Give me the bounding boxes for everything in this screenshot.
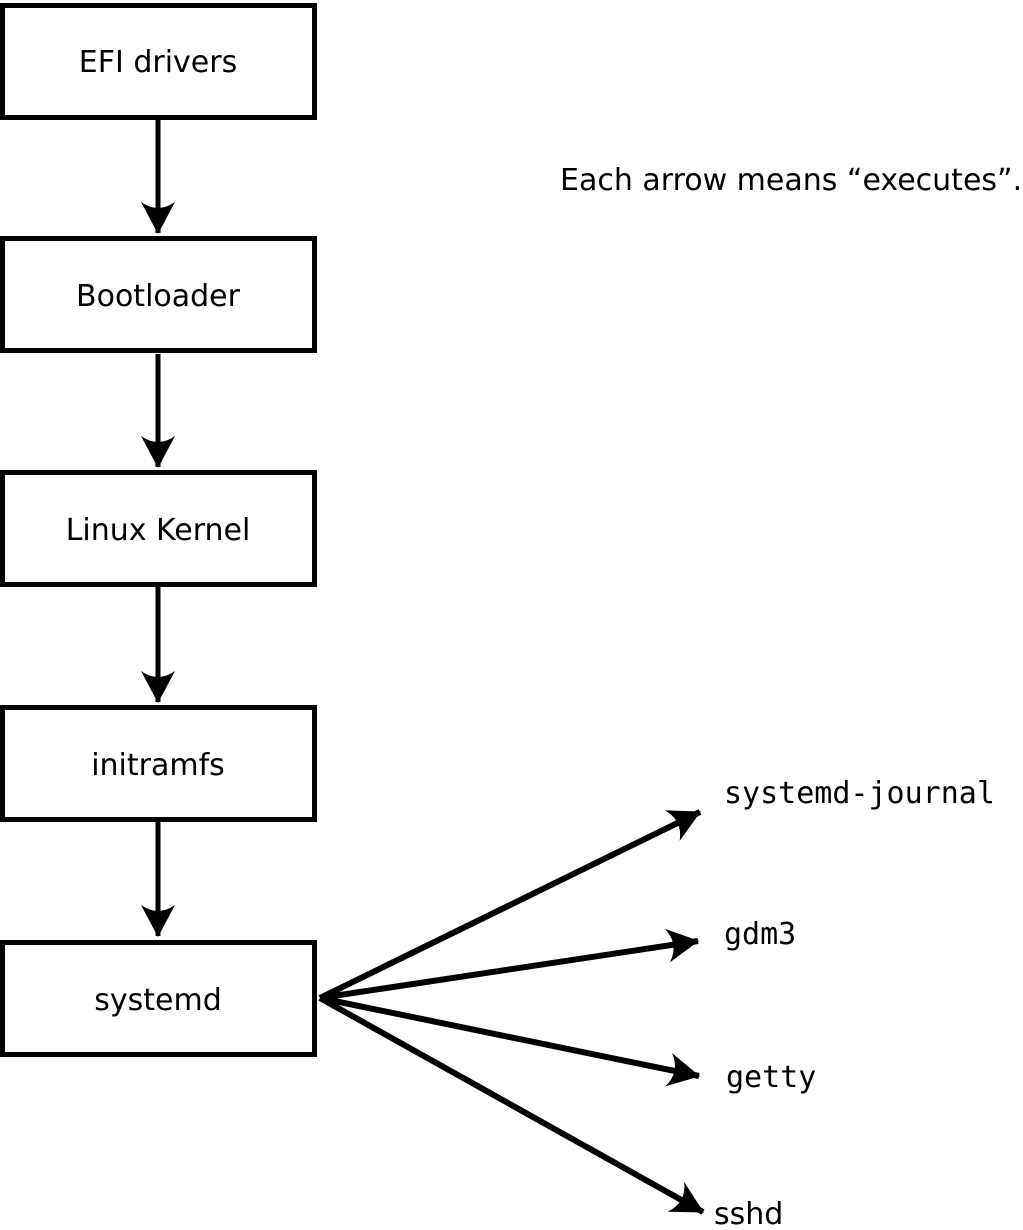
arrow-systemd-to-systemd-journal	[318, 809, 702, 1001]
process-label-systemd-journal: systemd-journal	[724, 776, 995, 811]
node-label-linux-kernel: Linux Kernel	[66, 513, 251, 548]
node-box-linux-kernel	[0, 470, 317, 587]
process-label-getty: getty	[726, 1060, 816, 1095]
arrow-systemd-to-gdm3	[319, 928, 699, 1001]
process-label-sshd: sshd	[714, 1197, 783, 1230]
node-label-systemd: systemd	[94, 983, 222, 1018]
node-label-initramfs: initramfs	[91, 748, 225, 783]
node-label-efi-drivers: EFI drivers	[79, 45, 237, 80]
node-label-bootloader: Bootloader	[76, 279, 241, 314]
caption-arrow-meaning: Each arrow means “executes”.	[560, 163, 1022, 198]
process-label-gdm3: gdm3	[724, 917, 796, 952]
arrow-systemd-to-getty	[319, 995, 700, 1087]
node-box-bootloader	[0, 236, 317, 353]
arrow-systemd-to-sshd	[318, 995, 705, 1215]
node-box-efi-drivers	[0, 3, 317, 120]
node-box-systemd	[0, 940, 317, 1057]
node-box-initramfs	[0, 705, 317, 822]
